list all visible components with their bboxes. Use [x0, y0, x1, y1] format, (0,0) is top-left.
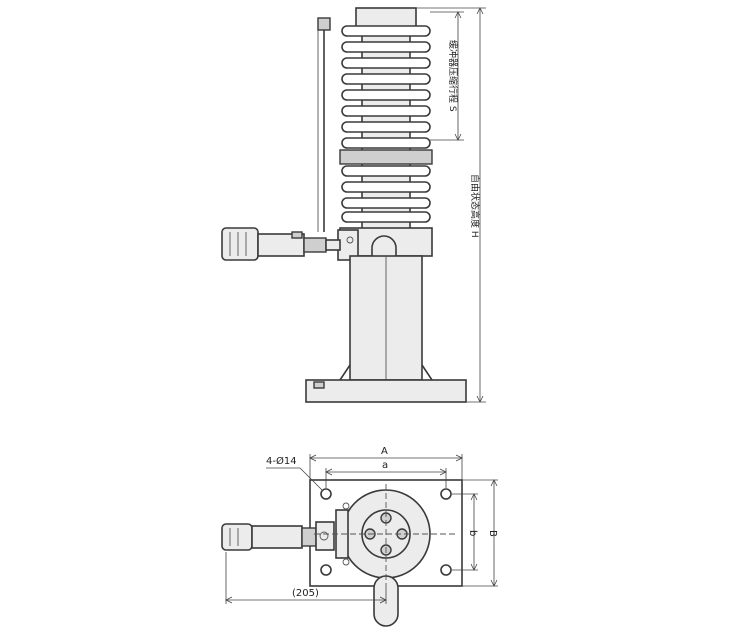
- dimension-B: B: [462, 479, 498, 587]
- dimension-b: b: [452, 493, 478, 571]
- dimension-stroke: 缓冲器压缩行程 S: [430, 11, 464, 141]
- dimension-height: 自由状态高度 H: [416, 7, 486, 403]
- spring-upper: [341, 25, 431, 149]
- hole-1: [320, 488, 332, 500]
- hole-3: [320, 564, 332, 576]
- label-205: (205): [292, 588, 319, 599]
- label-stroke: 缓冲器压缩行程 S: [447, 40, 459, 112]
- label-b: b: [467, 530, 478, 536]
- label-A: A: [381, 446, 388, 457]
- limit-switch: [221, 227, 341, 261]
- dimension-A: A: [309, 446, 463, 480]
- rod-nut: [317, 17, 331, 31]
- clamp-screw: [346, 236, 354, 244]
- top-view: A a b B: [221, 446, 498, 627]
- dimension-205: (205): [225, 552, 387, 604]
- hole-callout: 4-Ø14: [266, 455, 323, 491]
- label-a: a: [382, 460, 388, 471]
- side-view: 缓冲器压缩行程 S 自由状态高度 H: [221, 7, 486, 403]
- dimension-a: a: [325, 460, 447, 488]
- spring-lower: [341, 165, 431, 223]
- base-plate: [305, 379, 467, 403]
- middle-collar: [339, 149, 433, 165]
- label-holes: 4-Ø14: [266, 455, 297, 467]
- top-limit-switch: [221, 521, 335, 551]
- base-bolt: [313, 381, 325, 389]
- hole-4: [440, 564, 452, 576]
- hole-2: [440, 488, 452, 500]
- label-B: B: [487, 530, 498, 537]
- label-height: 自由状态高度 H: [469, 174, 481, 238]
